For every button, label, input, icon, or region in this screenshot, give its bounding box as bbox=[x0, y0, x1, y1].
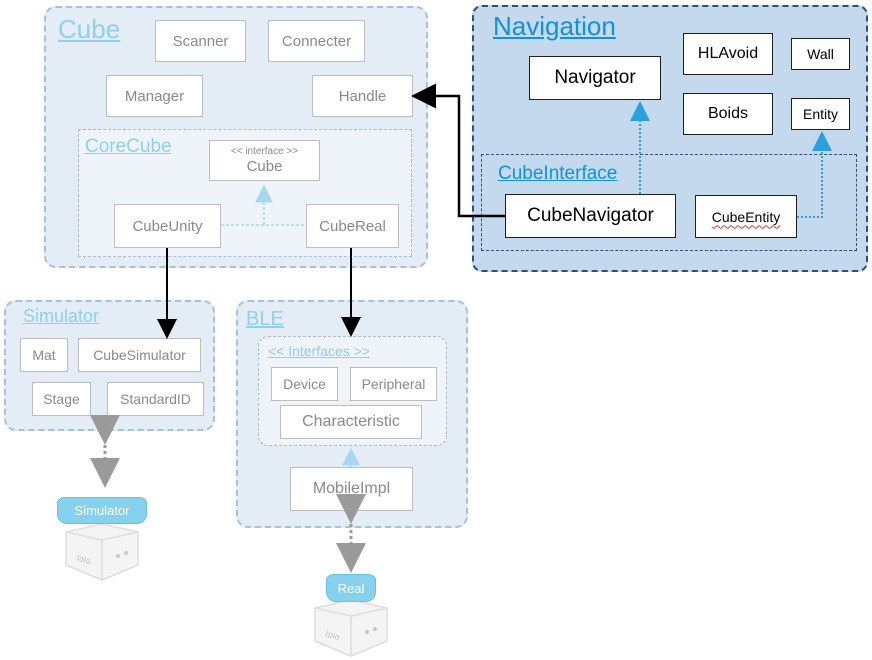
cubeinterface-title: CubeInterface bbox=[498, 163, 618, 184]
ble-group-title: BLE bbox=[246, 308, 284, 330]
svg-text:toio: toio bbox=[324, 628, 341, 642]
connecter-box[interactable]: Connecter bbox=[268, 20, 365, 62]
characteristic-box[interactable]: Characteristic bbox=[280, 405, 422, 439]
manager-box[interactable]: Manager bbox=[106, 75, 203, 117]
device-box[interactable]: Device bbox=[271, 367, 338, 401]
simulator-cube-icon: toio bbox=[65, 523, 139, 581]
cubenavigator-to-handle-arrow bbox=[411, 83, 505, 218]
cube-interface-name: Cube bbox=[246, 158, 283, 175]
scanner-box[interactable]: Scanner bbox=[155, 20, 246, 62]
cubeentity-box[interactable]: CubeEntity bbox=[695, 195, 797, 238]
interface-stereotype: << interface >> bbox=[230, 146, 299, 157]
svg-text:toio: toio bbox=[75, 552, 92, 566]
cubeentity-label: CubeEntity bbox=[711, 208, 781, 225]
ble-interfaces-title: << Interfaces >> bbox=[268, 343, 370, 359]
real-device-label: Real bbox=[326, 574, 376, 602]
cubenavigator-box[interactable]: CubeNavigator bbox=[505, 194, 676, 238]
cubeunity-box[interactable]: CubeUnity bbox=[114, 204, 221, 248]
peripheral-box[interactable]: Peripheral bbox=[350, 367, 437, 401]
corecube-realization-arrow bbox=[221, 189, 306, 226]
navigator-box[interactable]: Navigator bbox=[529, 56, 661, 100]
corecube-title: CoreCube bbox=[85, 136, 172, 157]
cubesimulator-box[interactable]: CubeSimulator bbox=[78, 338, 201, 372]
standardid-box[interactable]: StandardID bbox=[107, 382, 204, 416]
wall-box[interactable]: Wall bbox=[791, 38, 850, 70]
mat-box[interactable]: Mat bbox=[20, 338, 68, 372]
boids-box[interactable]: Boids bbox=[683, 93, 773, 135]
cubeentity-to-entity-arrow bbox=[797, 131, 832, 218]
cube-group-title: Cube bbox=[58, 14, 121, 44]
hlavoid-box[interactable]: HLAvoid bbox=[683, 33, 773, 75]
cubereal-box[interactable]: CubeReal bbox=[306, 204, 399, 248]
simulator-device-label: Simulator bbox=[57, 497, 147, 524]
simulator-group-title: Simulator bbox=[23, 306, 100, 326]
navigation-title: Navigation bbox=[493, 11, 616, 41]
real-cube-icon: toio bbox=[314, 599, 388, 657]
stage-box[interactable]: Stage bbox=[32, 382, 91, 416]
entity-box[interactable]: Entity bbox=[791, 98, 850, 130]
